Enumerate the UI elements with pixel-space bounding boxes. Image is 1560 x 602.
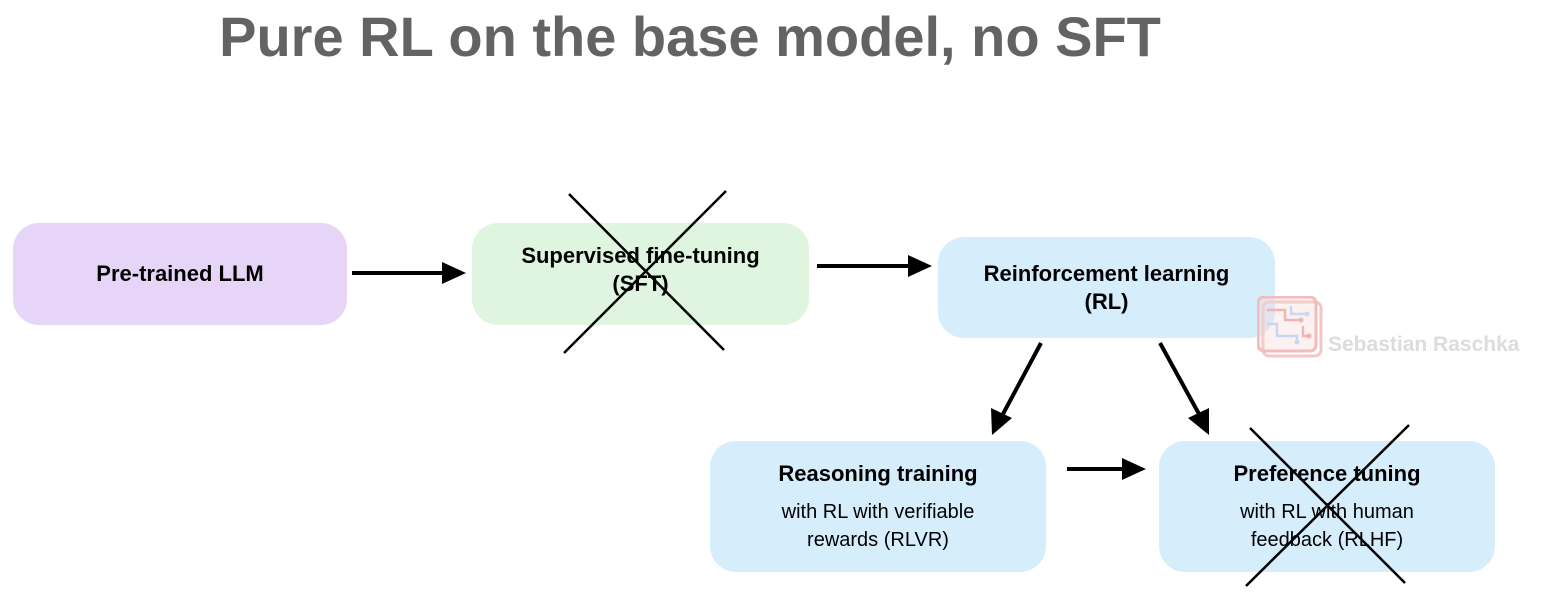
reasoning-training-label: Reasoning training <box>778 460 978 486</box>
rl-label-line1: Reinforcement learning <box>983 260 1230 286</box>
pretrained-llm-label: Pre-trained LLM <box>96 261 264 286</box>
sft-label-line2: (SFT) <box>612 271 669 296</box>
sft-label: Supervised fine-tuning (SFT) <box>521 243 759 298</box>
arrow-reasoning-to-preference <box>1067 458 1146 480</box>
preference-tuning-label: Preference tuning <box>1233 460 1421 486</box>
preference-sub-line2: feedback (RLHF) <box>1250 528 1404 551</box>
sft-label-line1: Supervised fine-tuning <box>521 243 760 268</box>
supervised-fine-tuning-box: Supervised fine-tuning (SFT) <box>472 223 809 325</box>
watermark-text: Sebastian Raschka <box>1328 333 1520 356</box>
arrow-sft-to-rl <box>817 255 932 277</box>
rl-label: Reinforcement learning (RL) <box>984 260 1230 316</box>
arrow-rl-to-reasoning <box>991 342 1043 435</box>
arrow-rl-to-preference <box>1158 342 1209 435</box>
reasoning-sub-line1: with RL with verifiable <box>781 500 975 523</box>
reasoning-sub-line2: rewards (RLVR) <box>807 528 949 551</box>
circuit-board-logo-icon <box>1257 296 1323 358</box>
reasoning-training-sublabel: with RL with verifiable rewards (RLVR) <box>782 498 975 554</box>
rl-label-line2: (RL) <box>1084 288 1129 314</box>
page-title: Pure RL on the base model, no SFT <box>219 5 1161 68</box>
reasoning-training-box: Reasoning training with RL with verifiab… <box>710 441 1046 572</box>
reinforcement-learning-box: Reinforcement learning (RL) <box>938 237 1275 338</box>
preference-sub-line1: with RL with human <box>1240 500 1414 523</box>
preference-tuning-box: Preference tuning with RL with human fee… <box>1159 441 1495 572</box>
arrow-pretrained-to-sft <box>352 262 466 284</box>
watermark: Sebastian Raschka <box>1257 296 1547 360</box>
preference-tuning-sublabel: with RL with human feedback (RLHF) <box>1240 498 1414 554</box>
pretrained-llm-box: Pre-trained LLM <box>13 223 347 325</box>
